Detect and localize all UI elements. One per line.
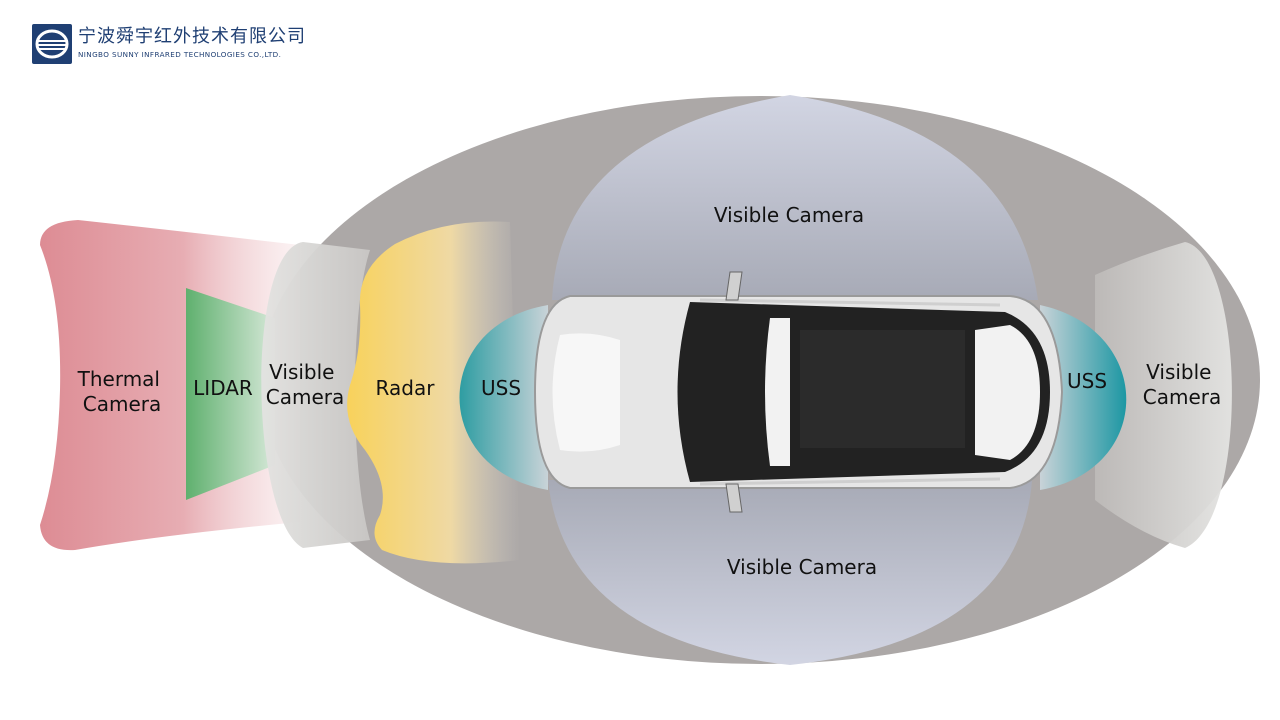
lidar-label: LIDAR xyxy=(193,376,253,400)
thermal-camera-label: Thermal Camera xyxy=(77,367,167,416)
car-top-view-icon xyxy=(533,271,1064,513)
company-name-en: NINGBO SUNNY INFRARED TECHNOLOGIES CO.,L… xyxy=(78,50,282,59)
bottom-visible-camera-label: Visible Camera xyxy=(727,555,877,579)
front-uss-zone xyxy=(459,305,548,490)
rear-visible-camera-label: Visible Camera xyxy=(1143,360,1222,409)
bottom-visible-camera-zone xyxy=(548,480,1032,665)
rear-visible-camera-zone xyxy=(1095,242,1232,548)
radar-label: Radar xyxy=(376,376,436,400)
front-visible-camera-label: Visible Camera xyxy=(266,360,345,409)
company-logo: 宁波舜宇红外技术有限公司 NINGBO SUNNY INFRARED TECHN… xyxy=(32,22,332,66)
front-uss-label: USS xyxy=(481,376,521,400)
radar-zone xyxy=(347,221,520,564)
top-visible-camera-label: Visible Camera xyxy=(714,203,864,227)
lidar-zone xyxy=(186,288,275,500)
rear-uss-label: USS xyxy=(1067,369,1107,393)
company-name-cn: 宁波舜宇红外技术有限公司 xyxy=(78,26,306,47)
sunny-logo-icon xyxy=(32,24,72,64)
rear-uss-zone xyxy=(1040,305,1127,490)
front-visible-camera-zone xyxy=(261,242,370,548)
top-visible-camera-zone xyxy=(552,95,1038,300)
